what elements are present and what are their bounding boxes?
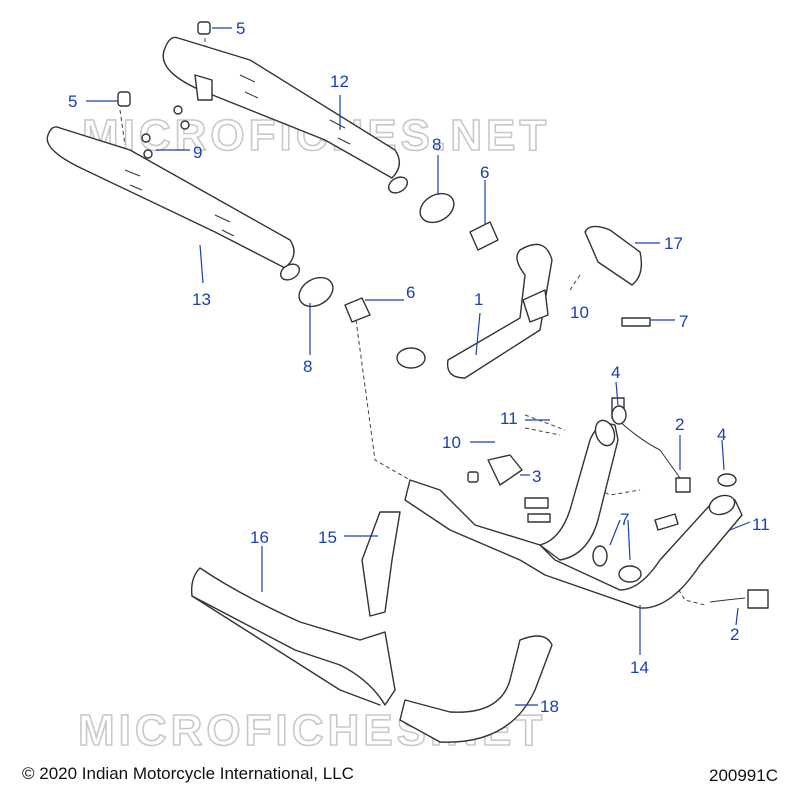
callout-5-top: 5 (236, 19, 245, 38)
part-15-heat-shield (361, 511, 401, 617)
callout-11-upper: 11 (500, 409, 518, 428)
callout-17: 17 (664, 234, 683, 253)
part-5-9-fasteners (117, 21, 211, 159)
part-3-bracket (467, 454, 551, 523)
drawing-number: 200991C (708, 766, 778, 785)
part-4-gaskets (611, 405, 737, 487)
part-13-lower-muffler (46, 126, 301, 281)
callout-18: 18 (540, 697, 559, 716)
part-16-heat-shield (190, 567, 396, 706)
callout-4-upper: 4 (611, 363, 620, 382)
callout-8-upper: 8 (432, 135, 441, 154)
callout-10-lower: 10 (442, 433, 461, 452)
part-18-heat-shield (399, 635, 553, 743)
callout-1: 1 (474, 290, 483, 309)
callout-10-upper: 10 (570, 303, 589, 322)
part-14-header-assembly (404, 419, 743, 609)
part-17-heat-shield (584, 225, 651, 327)
callout-3: 3 (532, 467, 541, 486)
callout-2-lower: 2 (730, 625, 739, 644)
part-1-header-pipe (446, 243, 553, 379)
callout-numbers: 5 5 12 9 8 6 13 17 1 6 10 7 8 4 11 2 4 1… (68, 19, 770, 716)
callout-14: 14 (630, 658, 649, 677)
callout-9: 9 (193, 143, 202, 162)
callout-16: 16 (250, 528, 269, 547)
part-2-o2-sensor-lower (709, 589, 769, 609)
callout-7-lower: 7 (620, 510, 629, 529)
callout-5-left: 5 (68, 92, 77, 111)
callout-4-right: 4 (717, 425, 726, 444)
callout-13: 13 (192, 290, 211, 309)
copyright-notice: © 2020 Indian Motorcycle International, … (22, 764, 354, 783)
part-6-clamps (344, 221, 499, 369)
part-8-clamps (298, 192, 455, 308)
callout-7-upper: 7 (679, 312, 688, 331)
callout-6-lower: 6 (406, 283, 415, 302)
callout-8-lower: 8 (303, 357, 312, 376)
callout-15: 15 (318, 528, 337, 547)
callout-12: 12 (330, 72, 349, 91)
callout-11-lower: 11 (752, 515, 770, 534)
leader-lines (86, 27, 751, 706)
callout-6-upper: 6 (480, 163, 489, 182)
callout-2-upper: 2 (675, 415, 684, 434)
part-12-upper-muffler (162, 36, 409, 194)
